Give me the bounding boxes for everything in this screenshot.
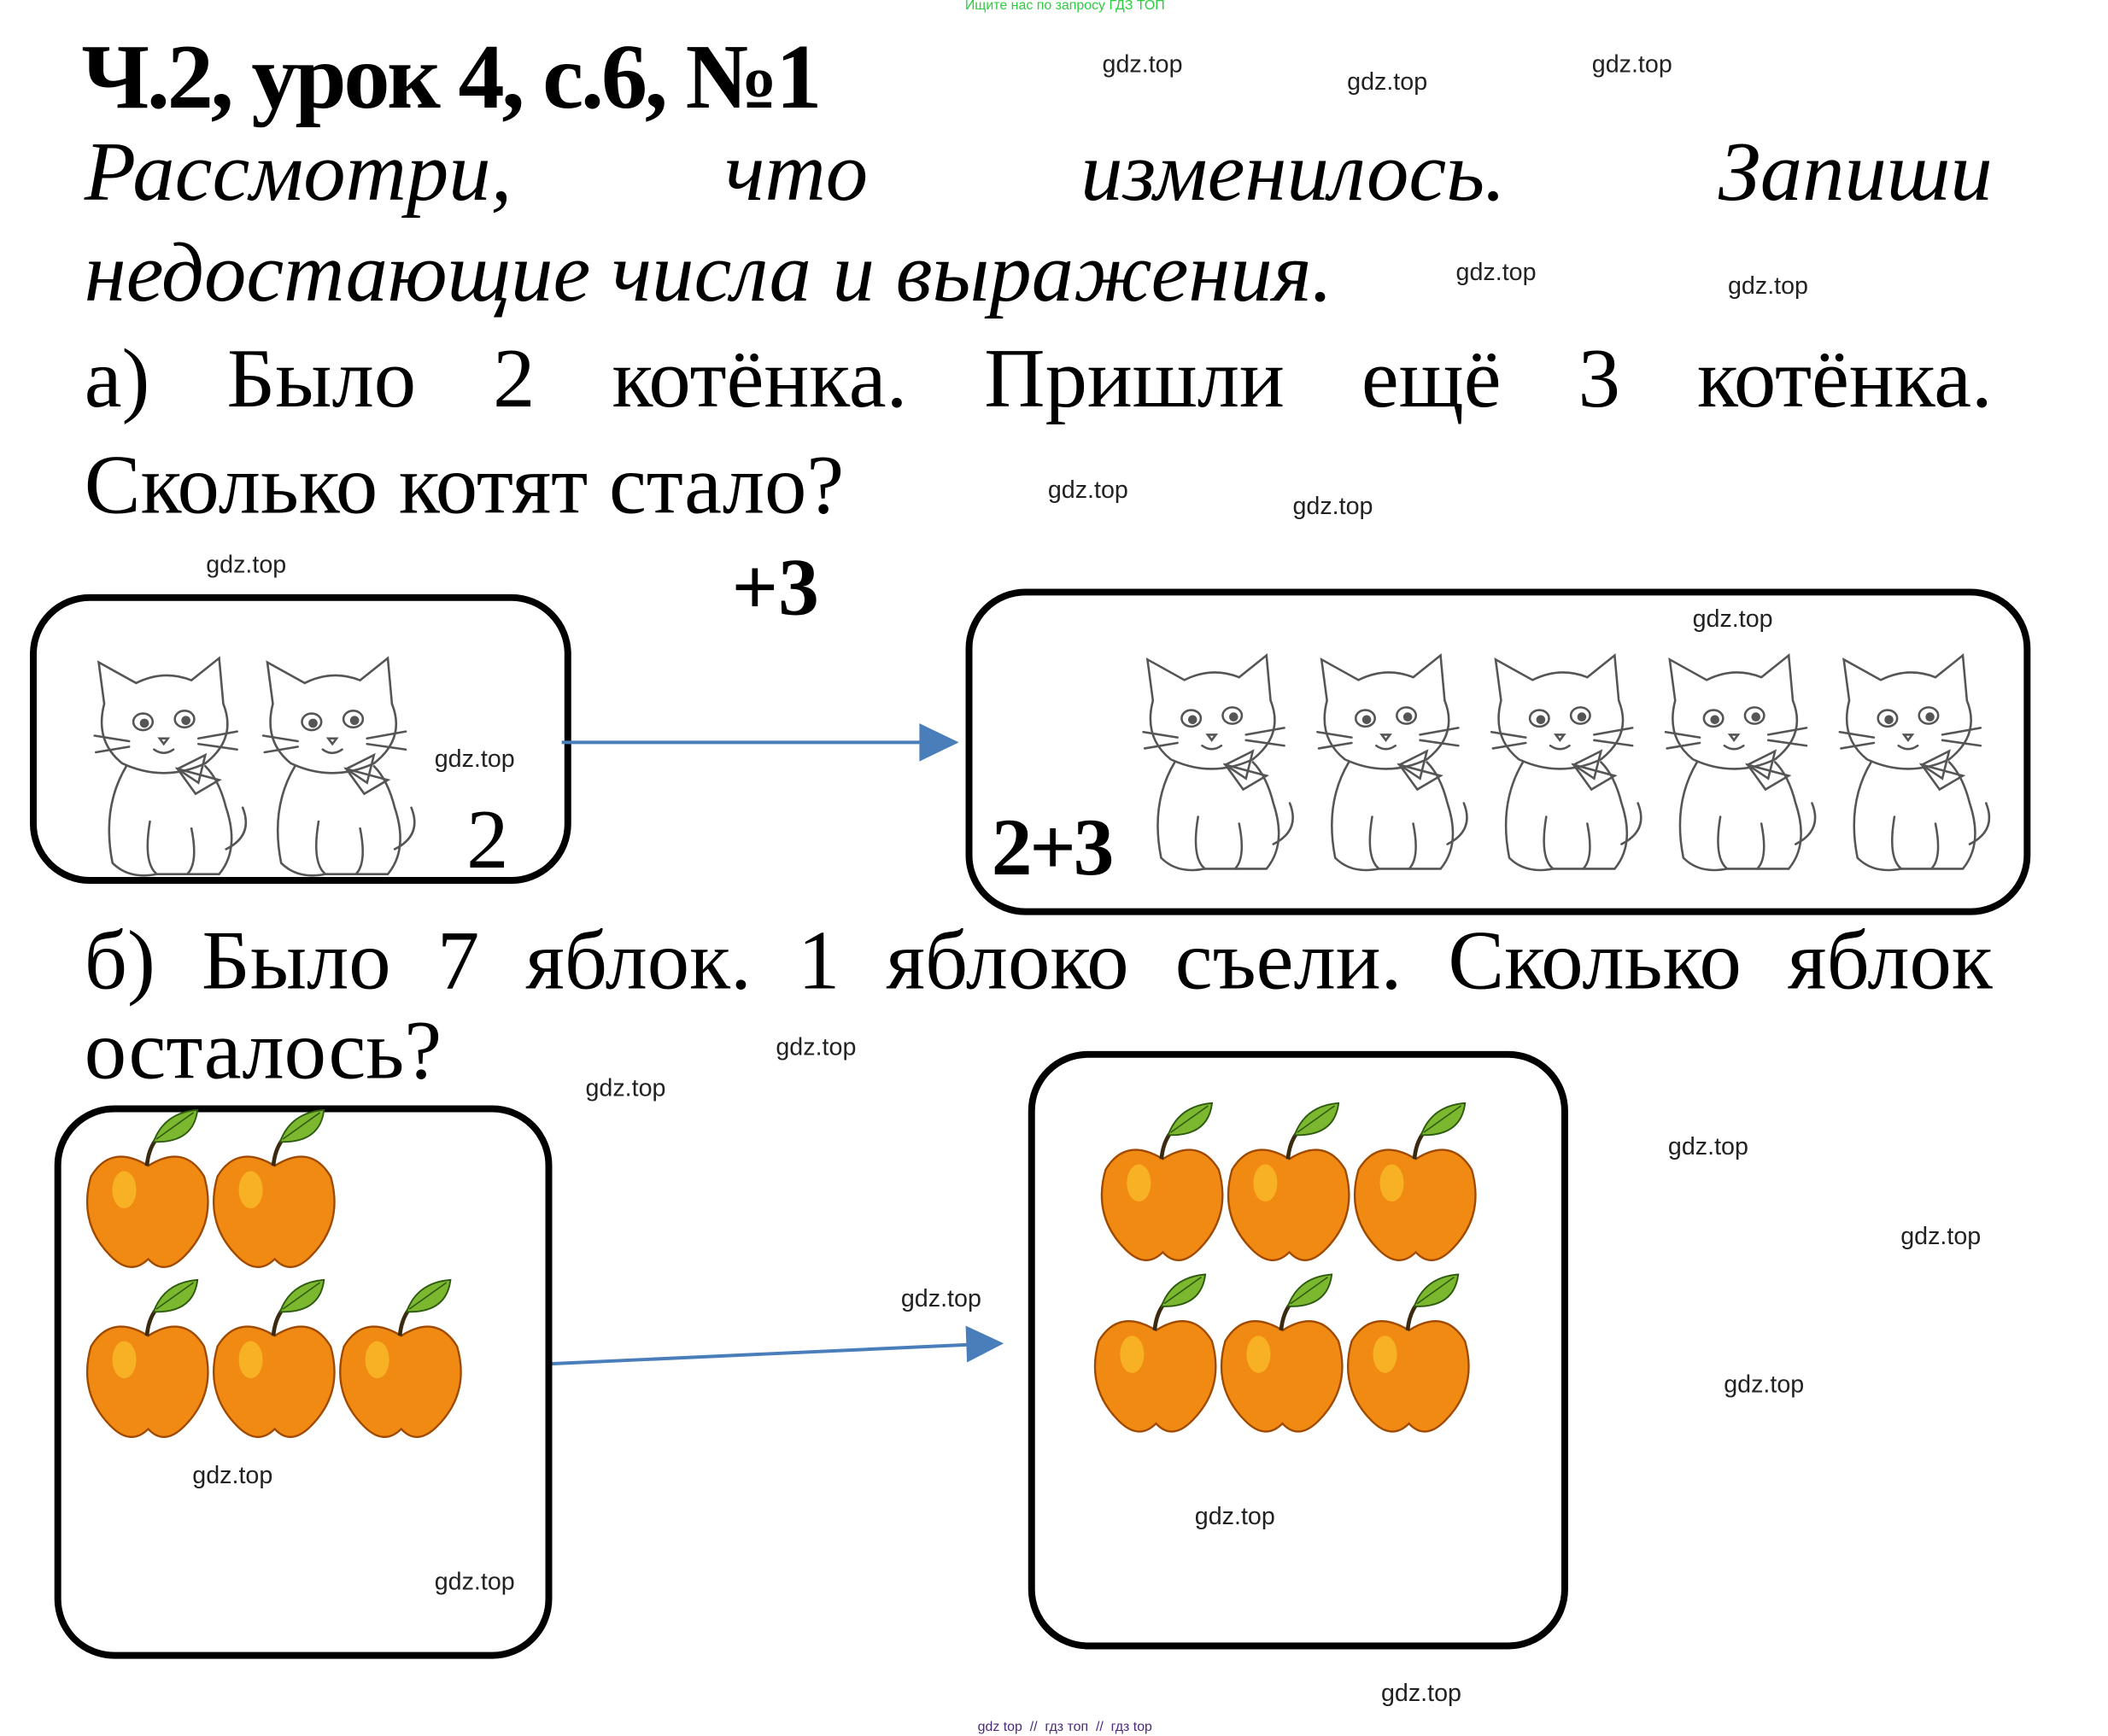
watermark: gdz.top <box>434 745 515 773</box>
watermark: gdz.top <box>434 1567 515 1595</box>
top-note: Ищите нас по запросу ГДЗ ТОП <box>964 0 1165 14</box>
word: изменилось. <box>1080 126 1506 219</box>
kitten-image <box>1832 652 1998 878</box>
task-b-line-1: б) Было 7 яблок. 1 яблоко съели. Сколько… <box>85 919 1993 1003</box>
apple-image <box>1219 1272 1345 1442</box>
start-count: 2 <box>466 793 509 887</box>
watermark: gdz.top <box>1727 272 1809 300</box>
watermark: gdz.top <box>1292 492 1373 520</box>
page-title: Ч.2, урок 4, с.6, №1 <box>81 24 823 128</box>
apple-image <box>1226 1102 1352 1271</box>
apple-image <box>337 1278 464 1448</box>
watermark: gdz.top <box>192 1461 273 1489</box>
word: Запиши <box>1718 126 1993 219</box>
word: 7 <box>436 915 480 1008</box>
watermark: gdz.top <box>1591 50 1672 78</box>
watermark: gdz.top <box>1455 258 1537 286</box>
apple-image <box>211 1108 337 1278</box>
watermark: gdz.top <box>1380 1679 1461 1707</box>
watermark: gdz.top <box>900 1284 981 1312</box>
arrow-a <box>561 723 959 762</box>
task-a-line-1: а) Было 2 котёнка. Пришли ещё 3 котёнка. <box>85 337 1993 422</box>
kittens-before-box: 2 <box>30 593 571 887</box>
watermark: gdz.top <box>1667 1132 1748 1160</box>
word: 2 <box>493 333 536 426</box>
apple-image <box>1099 1102 1226 1271</box>
kitten-image <box>1136 652 1302 878</box>
arrow-b <box>550 1325 1004 1366</box>
word: Было <box>226 333 417 426</box>
word: яблок <box>1788 915 1993 1008</box>
footer: gdz top // гдз топ // гдз top <box>977 1720 1152 1735</box>
kittens-after-box: 2+3 <box>965 588 2031 915</box>
kitten-image <box>1309 652 1475 878</box>
apple-image <box>85 1108 211 1278</box>
apple-image <box>1352 1102 1479 1271</box>
word: котёнка. <box>1696 333 1993 426</box>
watermark: gdz.top <box>1194 1502 1275 1530</box>
word: 1 <box>797 915 840 1008</box>
word: ещё <box>1361 333 1502 426</box>
expression: 2+3 <box>991 802 1115 892</box>
apple-image <box>85 1278 211 1448</box>
apple-image <box>1092 1272 1219 1442</box>
word: Сколько <box>1448 915 1742 1008</box>
word: Рассмотри, <box>84 126 512 219</box>
word: 3 <box>1578 333 1620 426</box>
operation-label: +3 <box>731 542 819 633</box>
word: что <box>724 126 869 219</box>
word: котёнка. <box>612 333 908 426</box>
apple-image <box>1345 1272 1472 1442</box>
watermark: gdz.top <box>1102 50 1183 78</box>
word: съели. <box>1174 915 1402 1008</box>
word: яблок. <box>525 915 752 1008</box>
apple-image <box>211 1278 337 1448</box>
word: Было <box>202 915 391 1008</box>
kitten-image <box>1484 652 1649 878</box>
word: б) <box>84 915 155 1008</box>
watermark: gdz.top <box>585 1073 666 1102</box>
watermark: gdz.top <box>1692 605 1773 633</box>
watermark: gdz.top <box>1900 1222 1982 1250</box>
task-b-line-2: осталось? <box>84 1004 442 1097</box>
watermark: gdz.top <box>1724 1371 1805 1398</box>
task-a-line-2: Сколько котят стало? <box>84 439 845 532</box>
watermark: gdz.top <box>1347 67 1428 96</box>
watermark: gdz.top <box>1047 476 1128 504</box>
word: а) <box>84 333 150 426</box>
watermark: gdz.top <box>776 1033 857 1061</box>
word: Пришли <box>984 333 1285 426</box>
instruction-line-1: Рассмотри, что изменилось. Запиши <box>85 131 1993 215</box>
word: яблоко <box>886 915 1129 1008</box>
instruction-line-2: недостающие числа и выражения. <box>84 226 1333 320</box>
watermark: gdz.top <box>206 550 287 578</box>
kitten-image <box>1658 652 1824 878</box>
